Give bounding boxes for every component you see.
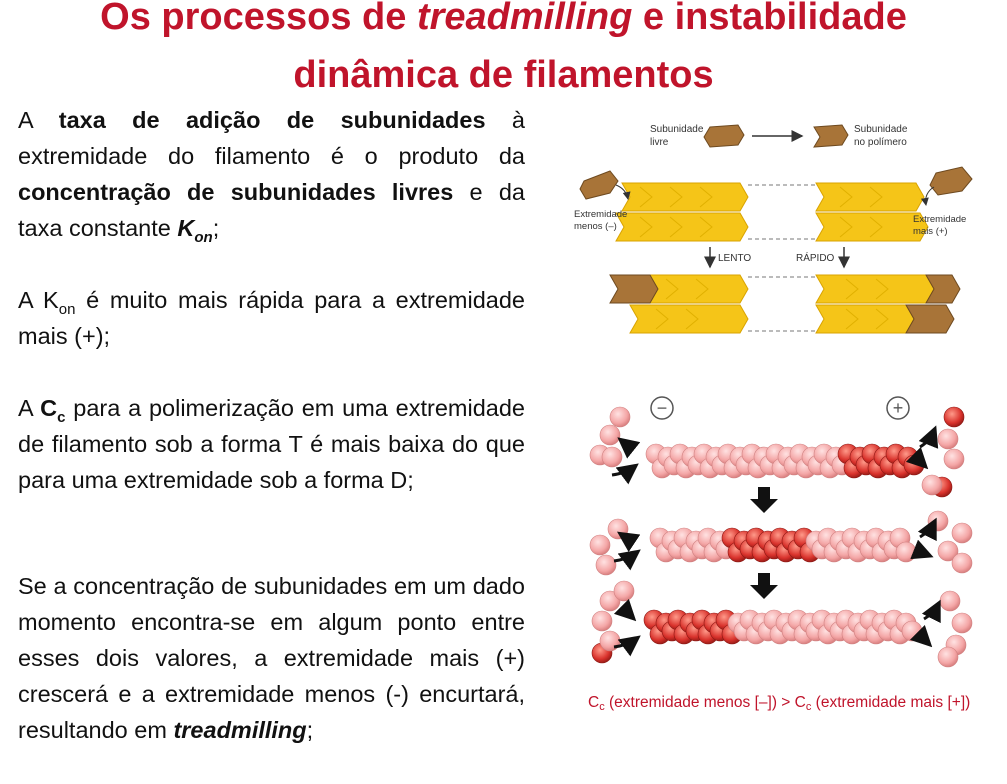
actin-adp-subunit <box>921 474 943 496</box>
actin-adp-subunit <box>591 610 613 632</box>
actin-adp-subunit <box>951 612 973 634</box>
actin-adp-subunit <box>951 552 973 574</box>
actin-adp-subunit <box>599 424 621 446</box>
svg-text:−: − <box>657 398 668 418</box>
bead-filaments <box>589 406 973 668</box>
exchange-arrows <box>611 425 941 657</box>
free-subunit-icon <box>703 124 745 148</box>
actin-adp-subunit <box>939 590 961 612</box>
actin-adp-subunit <box>595 554 617 576</box>
actin-adp-subunit <box>895 541 917 563</box>
title-line-2: dinâmica de filamentos <box>293 54 714 96</box>
actin-adp-subunit <box>937 428 959 450</box>
minus-end-symbol <box>650 396 674 420</box>
actin-adp-subunit <box>937 646 959 668</box>
svg-text:menos (–): menos (–) <box>574 221 617 232</box>
title-line-1: Os processos de treadmilling e instabili… <box>0 0 1007 40</box>
filament-before <box>579 166 973 242</box>
title-italic-word: treadmilling <box>416 0 633 38</box>
actin-adp-subunit <box>951 522 973 544</box>
paragraph-cc: A Cc para a polimerização em uma extremi… <box>18 395 525 493</box>
actin-adp-subunit <box>589 534 611 556</box>
paragraph-kon-plus-end: A Kon é muito mais rápida para a extremi… <box>18 287 525 349</box>
svg-text:Extremidade: Extremidade <box>574 209 627 220</box>
treadmilling-diagram: − + <box>589 396 973 668</box>
svg-text:no polímero: no polímero <box>854 137 907 148</box>
down-arrow-icon <box>750 573 778 599</box>
actin-adp-subunit <box>609 406 631 428</box>
actin-atp-subunit <box>943 406 965 428</box>
svg-text:livre: livre <box>650 137 669 148</box>
figure-caption: Cc (extremidade menos [–]) > Cc (extremi… <box>588 694 971 713</box>
svg-text:RÁPIDO: RÁPIDO <box>796 251 835 264</box>
actin-adp-subunit <box>901 620 923 642</box>
actin-adp-subunit <box>601 446 623 468</box>
plus-end-symbol <box>886 396 910 420</box>
svg-text:Subunidade: Subunidade <box>650 124 704 135</box>
down-arrow-icon <box>750 487 778 513</box>
actin-atp-subunit <box>903 454 925 476</box>
svg-text:+: + <box>893 398 904 418</box>
actin-adp-subunit <box>937 540 959 562</box>
polymer-subunit-icon <box>813 124 849 148</box>
filament-after <box>609 274 961 334</box>
paragraph-treadmilling: Se a concentração de subunidades em um d… <box>18 573 525 743</box>
svg-text:LENTO: LENTO <box>718 253 751 264</box>
svg-text:Extremidade: Extremidade <box>913 214 966 225</box>
paragraph-kon-rate: A taxa de adição de subunidades à extrem… <box>18 107 525 246</box>
actin-filament-diagram: Subunidade livre Subunidade no polímero … <box>574 124 973 334</box>
actin-adp-subunit <box>613 580 635 602</box>
svg-text:Subunidade: Subunidade <box>854 124 908 135</box>
actin-adp-subunit <box>943 448 965 470</box>
svg-text:mais (+): mais (+) <box>913 226 948 237</box>
